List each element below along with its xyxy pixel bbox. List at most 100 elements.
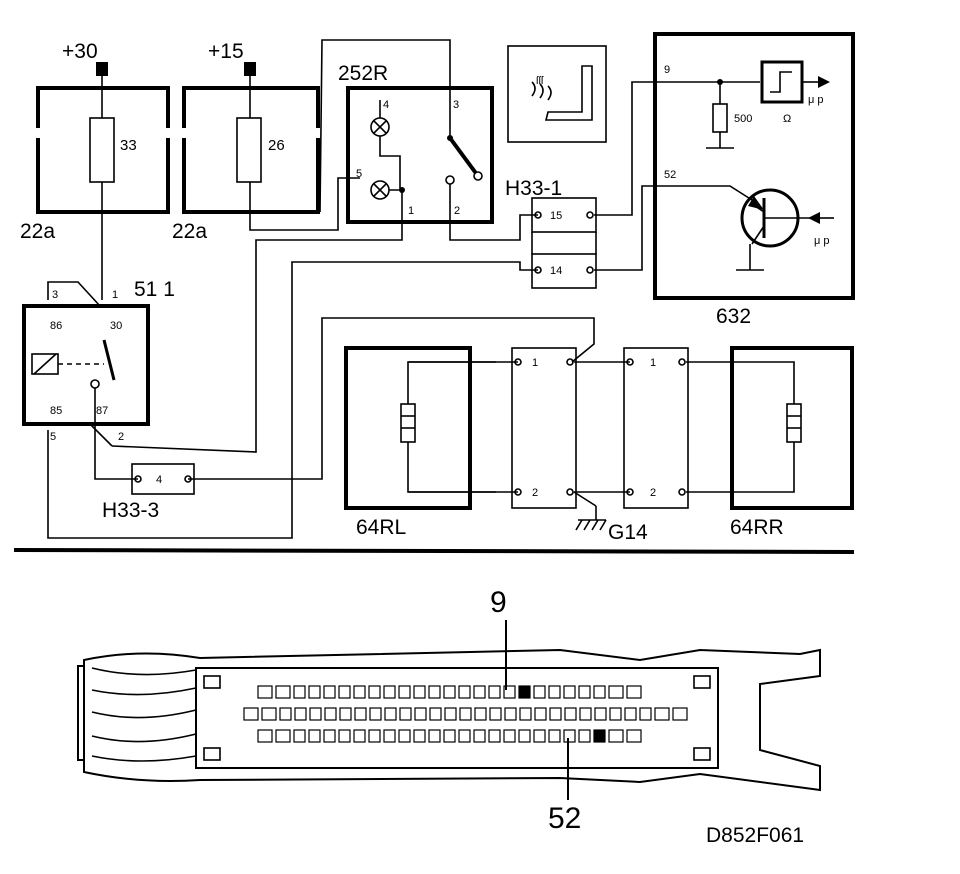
connector-pin xyxy=(473,685,486,699)
connector-pin xyxy=(533,729,546,743)
connector-pin xyxy=(383,685,396,699)
control-unit-632: 632 9 52 500 Ω μ p μ p xyxy=(653,32,855,328)
connector-pin xyxy=(626,729,642,743)
connector-pin xyxy=(518,685,531,699)
connector-pin xyxy=(593,685,606,699)
connector-pin xyxy=(324,707,337,721)
connector-pin xyxy=(548,729,561,743)
connector-pin xyxy=(353,729,366,743)
connector-pin xyxy=(243,707,259,721)
connector-pin xyxy=(488,685,501,699)
transistor-icon xyxy=(740,188,810,248)
connector-block-left-pin-1: 1 xyxy=(532,357,538,369)
schmitt-trigger-icon xyxy=(760,60,804,104)
resistor-500 xyxy=(712,103,728,133)
connector-pin xyxy=(383,729,396,743)
lamp-lower-icon xyxy=(370,180,390,200)
ecu-pin-9: 9 xyxy=(664,64,670,76)
connector-pin xyxy=(548,685,561,699)
connector-pin xyxy=(428,729,441,743)
connector-pin xyxy=(518,729,531,743)
connector-block-right-pin-2: 2 xyxy=(650,487,656,499)
fuse-box-33: 33 22a xyxy=(20,86,176,243)
connector-pin xyxy=(257,729,273,743)
connector-block-right: 1 2 xyxy=(623,347,689,509)
connector-pin xyxy=(474,707,487,721)
relay-51-label: 51 1 xyxy=(134,278,175,301)
connector-pin xyxy=(279,707,292,721)
relay-pin-2: 2 xyxy=(118,431,124,443)
connector-pin xyxy=(458,685,471,699)
connector-pin xyxy=(593,729,606,743)
connector-pin xyxy=(429,707,442,721)
connector-block-left-pin-2: 2 xyxy=(532,487,538,499)
relay-51: 51 1 3 1 86 30 85 87 5 2 xyxy=(22,278,175,447)
connector-pin xyxy=(639,707,652,721)
connector-pin xyxy=(257,685,273,699)
connector-pin xyxy=(261,707,277,721)
connector-pin xyxy=(275,729,291,743)
heater-64rl-element-icon xyxy=(400,403,416,443)
switch-252r-pin-2: 2 xyxy=(454,205,460,217)
switch-252r: 252R 4 3 5 1 2 xyxy=(338,62,494,224)
connector-pin xyxy=(275,685,291,699)
connector-h33-1: H33-1 15 14 xyxy=(505,177,597,289)
connector-pin xyxy=(398,729,411,743)
connector-pin xyxy=(594,707,607,721)
connector-pin xyxy=(338,729,351,743)
connector-pin xyxy=(563,685,576,699)
connector-pin xyxy=(488,729,501,743)
fuse-33-symbol xyxy=(89,117,115,183)
mup-bottom-label: μ p xyxy=(814,235,830,247)
connector-pin xyxy=(339,707,352,721)
supply-plus15-label: +15 xyxy=(208,40,244,63)
connector-pin xyxy=(564,707,577,721)
connector-pin xyxy=(503,685,516,699)
connector-pin xyxy=(519,707,532,721)
relay-pin-5: 5 xyxy=(50,431,56,443)
supply-plus30-label: +30 xyxy=(62,40,98,63)
connector-pin xyxy=(608,729,624,743)
connector-pin xyxy=(489,707,502,721)
connector-pin-9-label: 9 xyxy=(490,586,507,619)
connector-pin xyxy=(578,729,591,743)
relay-pin-3: 3 xyxy=(52,289,58,301)
ecu-connector-view: 9 52 xyxy=(77,586,821,835)
connector-pin xyxy=(504,707,517,721)
connector-pin-rows xyxy=(243,685,688,743)
connector-pin xyxy=(354,707,367,721)
connector-pin xyxy=(654,707,670,721)
fuse-26-number: 26 xyxy=(268,137,285,154)
fuse-26-symbol xyxy=(236,117,262,183)
connector-block-right-pin-1: 1 xyxy=(650,357,656,369)
lamp-upper-icon xyxy=(370,117,390,137)
terminal-plus15 xyxy=(244,62,256,76)
fuse-33-box-label: 22a xyxy=(20,220,55,243)
switch-252r-label: 252R xyxy=(338,62,388,85)
connector-pin xyxy=(503,729,516,743)
switch-252r-pin-3: 3 xyxy=(453,99,459,111)
connector-pin xyxy=(549,707,562,721)
figure-id: D852F061 xyxy=(706,824,804,847)
connector-pin xyxy=(608,685,624,699)
connector-h33-3-pin-4: 4 xyxy=(156,474,162,486)
connector-pin xyxy=(293,729,306,743)
resistor-ohm-unit: Ω xyxy=(783,113,791,125)
connector-pin xyxy=(413,729,426,743)
switch-252r-pin-5: 5 xyxy=(356,168,362,180)
connector-pin xyxy=(293,685,306,699)
heater-64rr: 64RR xyxy=(686,346,854,539)
resistor-500-value: 500 xyxy=(734,113,752,125)
wires xyxy=(47,39,658,539)
control-unit-632-label: 632 xyxy=(716,305,751,328)
connector-pin xyxy=(413,685,426,699)
connector-pin xyxy=(369,707,382,721)
connector-pin xyxy=(353,685,366,699)
connector-pin xyxy=(323,729,336,743)
relay-pin-86: 86 xyxy=(50,320,62,332)
svg-text:ſſſ: ſſſ xyxy=(536,75,544,87)
connector-pin xyxy=(428,685,441,699)
connector-pin xyxy=(399,707,412,721)
connector-pin xyxy=(443,729,456,743)
